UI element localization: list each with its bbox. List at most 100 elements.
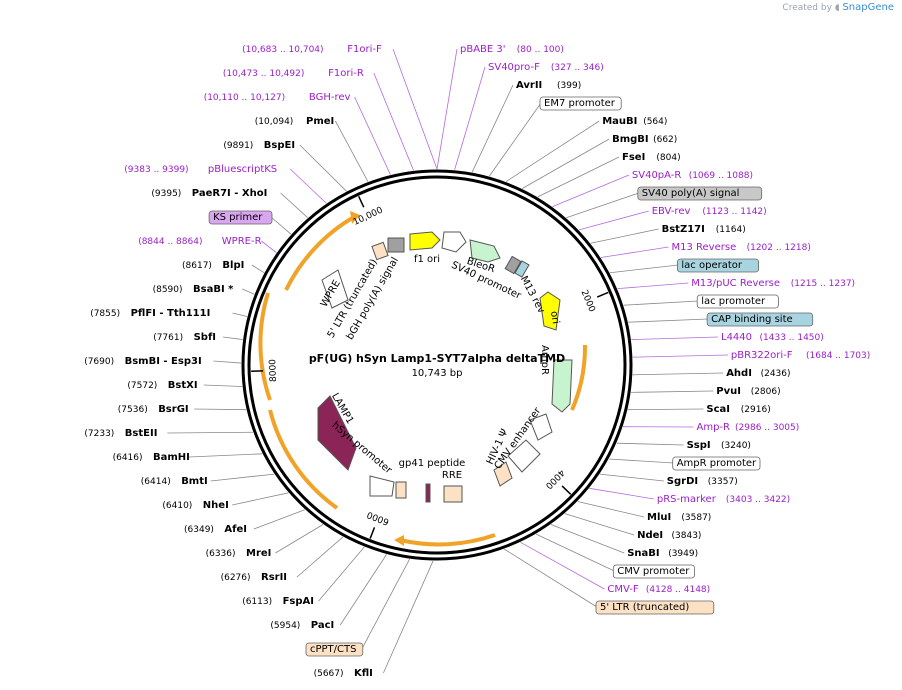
leader-line (608, 458, 674, 464)
site-label: lac operator (677, 258, 760, 273)
ring-tick (369, 527, 376, 539)
leader-line (632, 354, 728, 358)
site-label: BstXI(7572) (127, 380, 197, 391)
site-label-name: BstZ17I (662, 224, 705, 235)
site-label: cPPT/CTS (305, 642, 364, 657)
leader-line (213, 360, 242, 364)
site-label: pRS-marker(3403 .. 3422) (657, 494, 790, 505)
site-label: BamHI(6416) (113, 452, 190, 463)
site-label-name: KflI (354, 668, 373, 679)
site-label-location: (662) (653, 135, 677, 145)
leader-line (222, 336, 243, 340)
site-label-name: PvuI (716, 386, 741, 397)
site-label: MluI(3587) (647, 512, 711, 523)
leader-line (454, 66, 486, 170)
site-label-location: (3949) (668, 549, 698, 559)
gp41-box (395, 481, 407, 499)
site-label-name: lac promoter (701, 296, 766, 307)
site-label-name: F1ori-F (347, 44, 382, 55)
site-label-location: (804) (656, 153, 680, 163)
site-label-location: (6410) (162, 501, 192, 511)
watermark-prefix: Created by (782, 3, 832, 13)
site-label-location: (327 .. 346) (551, 63, 604, 73)
site-label-name: BstXI (168, 380, 198, 391)
ring-tick (358, 195, 365, 208)
site-label-name: MreI (246, 548, 271, 559)
inner-feature-label: gp41 peptide (399, 458, 466, 469)
leader-line (631, 390, 714, 393)
leader-line (590, 228, 659, 244)
rre-box (443, 485, 463, 503)
site-label: MauBI(564) (602, 116, 667, 127)
leader-line (577, 501, 645, 518)
orf-arrowheads (350, 211, 404, 546)
site-label-location: (2436) (761, 369, 791, 379)
leader-line (628, 318, 709, 323)
site-label-location: (6349) (184, 525, 214, 535)
snapgene-logo-icon: ◖ (834, 3, 840, 13)
feature-badge (696, 294, 779, 309)
leader-line (632, 372, 724, 376)
leader-line (537, 156, 620, 198)
site-label-location: (2986 .. 3005) (735, 423, 799, 433)
site-label-location: (3587) (681, 513, 711, 523)
site-label-name: BsmBI - Esp3I (125, 356, 202, 367)
leader-line (522, 138, 610, 189)
cppt-box (425, 483, 431, 503)
leader-line (505, 120, 600, 182)
site-label: KflI (5667) (314, 668, 373, 679)
site-label-location: (3357) (708, 477, 738, 487)
site-label: EBV-rev(1123 .. 1142) (652, 206, 767, 217)
cmv-promoter-arrow (529, 413, 553, 441)
feature-badge (208, 210, 273, 225)
site-label-name: pBR322ori-F (731, 350, 793, 361)
backbone-outer-ring (241, 169, 633, 561)
site-label: PacI(5954) (270, 620, 334, 631)
orf-arcs (258, 215, 588, 547)
ring-tick-label: 8000 (268, 359, 279, 383)
site-label: BsrGI (7536) (118, 404, 189, 415)
site-label-name: pBluescriptKS (208, 164, 277, 175)
leader-line (188, 453, 263, 458)
ring-tick (596, 291, 609, 298)
site-label: RsrII(6276) (221, 572, 287, 583)
site-label: NheI(6410) (162, 500, 228, 511)
ori-arrow (539, 291, 561, 331)
site-label: BsmBI - Esp3I (7690) (84, 356, 201, 367)
site-label: KS primer (208, 210, 273, 225)
leader-line (471, 84, 514, 173)
site-label-name: BsrGI (158, 404, 188, 415)
feature-badge (706, 312, 814, 327)
site-label-name: Amp-R (697, 422, 731, 433)
site-label: SbfI(7761) (153, 332, 216, 343)
site-label-name: AfeI (224, 524, 247, 535)
site-label-location: (9891) (223, 141, 253, 151)
site-label-location: (7536) (118, 405, 148, 415)
site-label: EM7 promoter (539, 96, 622, 111)
leader-line (488, 102, 542, 177)
feature-badge (637, 186, 763, 201)
site-label-location: (7690) (84, 357, 114, 367)
leader-line (361, 558, 410, 650)
leader-line (210, 473, 275, 482)
site-label-name: M13 Reverse (672, 242, 737, 253)
site-label-name: KS primer (213, 212, 263, 223)
inner-feature-label: ori (548, 310, 561, 325)
site-label: SnaBI(3949) (627, 548, 698, 559)
leader-line (550, 524, 625, 554)
ampr-arrow (551, 359, 573, 413)
leader-line (275, 524, 324, 554)
site-label: AhdI(2436) (726, 368, 790, 379)
site-label-name: M13/pUC Reverse (691, 278, 780, 289)
leader-line (242, 288, 255, 295)
site-label-location: (7233) (84, 429, 114, 439)
site-label: AvrII(399) (516, 80, 581, 91)
site-label-location: (5667) (314, 669, 344, 679)
site-label-location: (7761) (153, 333, 183, 343)
site-label: MreI(6336) (206, 548, 272, 559)
site-label-name: PmeI (306, 116, 334, 127)
site-label: CAP binding site (706, 312, 814, 327)
site-label: M13/pUC Reverse(1215 .. 1237) (691, 278, 855, 289)
site-label-location: (2916) (741, 405, 771, 415)
site-label: SV40pA-R(1069 .. 1088) (632, 170, 753, 181)
